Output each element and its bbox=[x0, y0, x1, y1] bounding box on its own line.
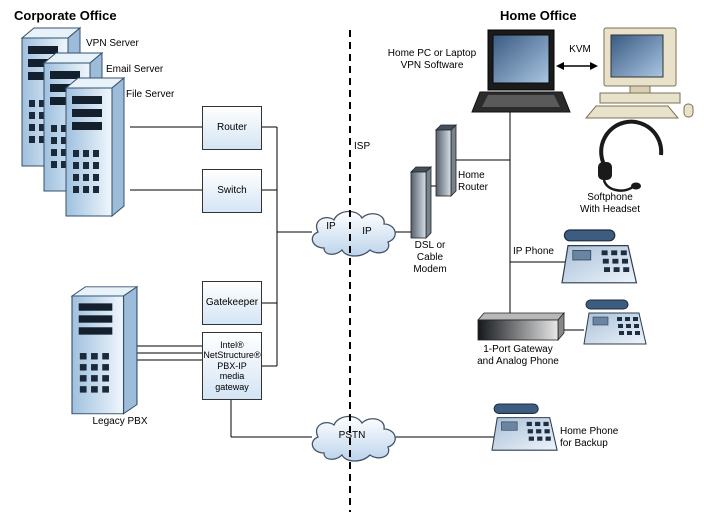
dsl-modem-icon bbox=[410, 166, 432, 239]
gatekeeper-box: Gatekeeper bbox=[202, 281, 262, 325]
pstn-cloud-label: PSTN bbox=[338, 430, 366, 441]
kvm-arrow-icon bbox=[556, 62, 598, 70]
isp-label: ISP bbox=[354, 141, 371, 152]
home-pc-label: Home PC or Laptop VPN Software bbox=[387, 48, 477, 71]
home-phone-label: Home Phone for Backup bbox=[560, 426, 619, 449]
analog-phone-icon bbox=[583, 299, 647, 345]
connector-lines bbox=[130, 112, 584, 438]
home-router-icon bbox=[435, 124, 457, 197]
dsl-modem-label: DSL or Cable Modem bbox=[413, 240, 447, 275]
ip-cloud-right-label: IP bbox=[362, 226, 372, 237]
ip-phone-icon bbox=[561, 229, 638, 284]
home-office-title: Home Office bbox=[500, 8, 577, 23]
email-server-label: Email Server bbox=[106, 64, 164, 75]
softphone-label: Softphone With Headset bbox=[579, 192, 641, 215]
home-phone-icon bbox=[491, 403, 558, 451]
desktop-computer-icon bbox=[584, 27, 694, 119]
file-server-label: File Server bbox=[126, 89, 175, 100]
headset-icon bbox=[598, 119, 664, 192]
kvm-label: KVM bbox=[569, 44, 591, 55]
file-server-tower-icon bbox=[65, 77, 125, 217]
ip-cloud-left-label: IP bbox=[326, 221, 336, 232]
media-gateway-box: Intel® NetStructure® PBX-IP media gatewa… bbox=[202, 332, 262, 400]
legacy-pbx-tower-icon bbox=[71, 286, 138, 415]
legacy-pbx-label: Legacy PBX bbox=[92, 416, 148, 427]
one-port-gateway-label: 1-Port Gateway and Analog Phone bbox=[477, 344, 559, 367]
vpn-server-label: VPN Server bbox=[86, 38, 139, 49]
one-port-gateway-icon bbox=[477, 311, 565, 342]
laptop-icon bbox=[471, 29, 571, 113]
home-router-label: Home Router bbox=[458, 170, 489, 193]
corporate-office-title: Corporate Office bbox=[14, 8, 117, 23]
router-box: Router bbox=[202, 106, 262, 150]
ip-phone-label: IP Phone bbox=[513, 246, 554, 257]
switch-box: Switch bbox=[202, 169, 262, 213]
